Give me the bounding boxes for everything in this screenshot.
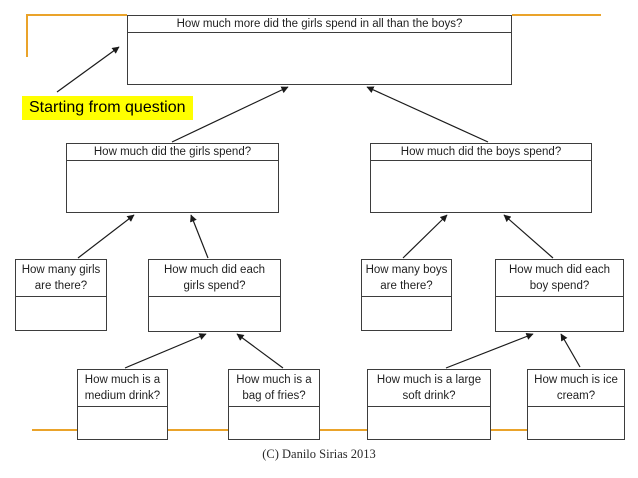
arrow-medium-drink-to-each-girl — [124, 333, 207, 369]
box-ice-cream: How much is ice cream? — [527, 369, 625, 440]
answer-area — [128, 33, 511, 84]
accent-line-left-vertical — [26, 14, 28, 57]
arrow-ice-cream-to-each-boy — [560, 333, 581, 368]
answer-area — [16, 297, 106, 330]
box-title: How much did the boys spend? — [371, 144, 591, 161]
arrow-each-girl-to-girls-total — [190, 214, 209, 259]
box-title: How much is a large soft drink? — [368, 370, 490, 407]
arrow-many-girls-to-girls-total — [77, 214, 135, 259]
box-how-many-boys: How many boys are there? — [361, 259, 452, 331]
box-each-girl-spend: How much did each girls spend? — [148, 259, 281, 332]
box-boys-total: How much did the boys spend? — [370, 143, 592, 213]
box-each-boy-spend: How much did each boy spend? — [495, 259, 624, 332]
arrow-fries-to-each-girl — [236, 333, 284, 369]
answer-area — [371, 161, 591, 212]
box-title: How much did the girls spend? — [67, 144, 278, 161]
box-title: How many boys are there? — [362, 260, 451, 297]
accent-line-top-left — [26, 14, 127, 16]
box-large-soft-drink: How much is a large soft drink? — [367, 369, 491, 440]
box-title: How much is ice cream? — [528, 370, 624, 407]
copyright-text: (C) Danilo Sirias 2013 — [262, 447, 376, 461]
accent-line-bottom-2 — [168, 429, 228, 431]
box-bag-of-fries: How much is a bag of fries? — [228, 369, 320, 440]
box-girls-total: How much did the girls spend? — [66, 143, 279, 213]
box-title: How many girls are there? — [16, 260, 106, 297]
box-title: How much did each girls spend? — [149, 260, 280, 297]
box-title: How much is a medium drink? — [78, 370, 167, 407]
box-title: How much more did the girls spend in all… — [128, 16, 511, 33]
answer-area — [496, 297, 623, 331]
answer-area — [528, 407, 624, 439]
box-how-many-girls: How many girls are there? — [15, 259, 107, 331]
answer-area — [368, 407, 490, 439]
answer-area — [78, 407, 167, 439]
answer-area — [67, 161, 278, 212]
answer-area — [362, 297, 451, 330]
arrow-annotation-to-root — [56, 46, 120, 93]
box-root-question: How much more did the girls spend in all… — [127, 15, 512, 85]
arrow-boys-total-to-root — [366, 86, 489, 143]
answer-area — [229, 407, 319, 439]
accent-line-top-right — [512, 14, 601, 16]
arrow-large-drink-to-each-boy — [445, 333, 534, 369]
box-medium-drink: How much is a medium drink? — [77, 369, 168, 440]
box-title: How much is a bag of fries? — [229, 370, 319, 407]
accent-line-bottom-3 — [320, 429, 367, 431]
arrow-many-boys-to-boys-total — [402, 214, 448, 259]
annotation-starting-from-question: Starting from question — [22, 96, 193, 120]
accent-line-bottom-1 — [32, 429, 77, 431]
accent-line-bottom-4 — [491, 429, 527, 431]
arrow-each-boy-to-boys-total — [503, 214, 554, 259]
box-title: How much did each boy spend? — [496, 260, 623, 297]
answer-area — [149, 297, 280, 331]
